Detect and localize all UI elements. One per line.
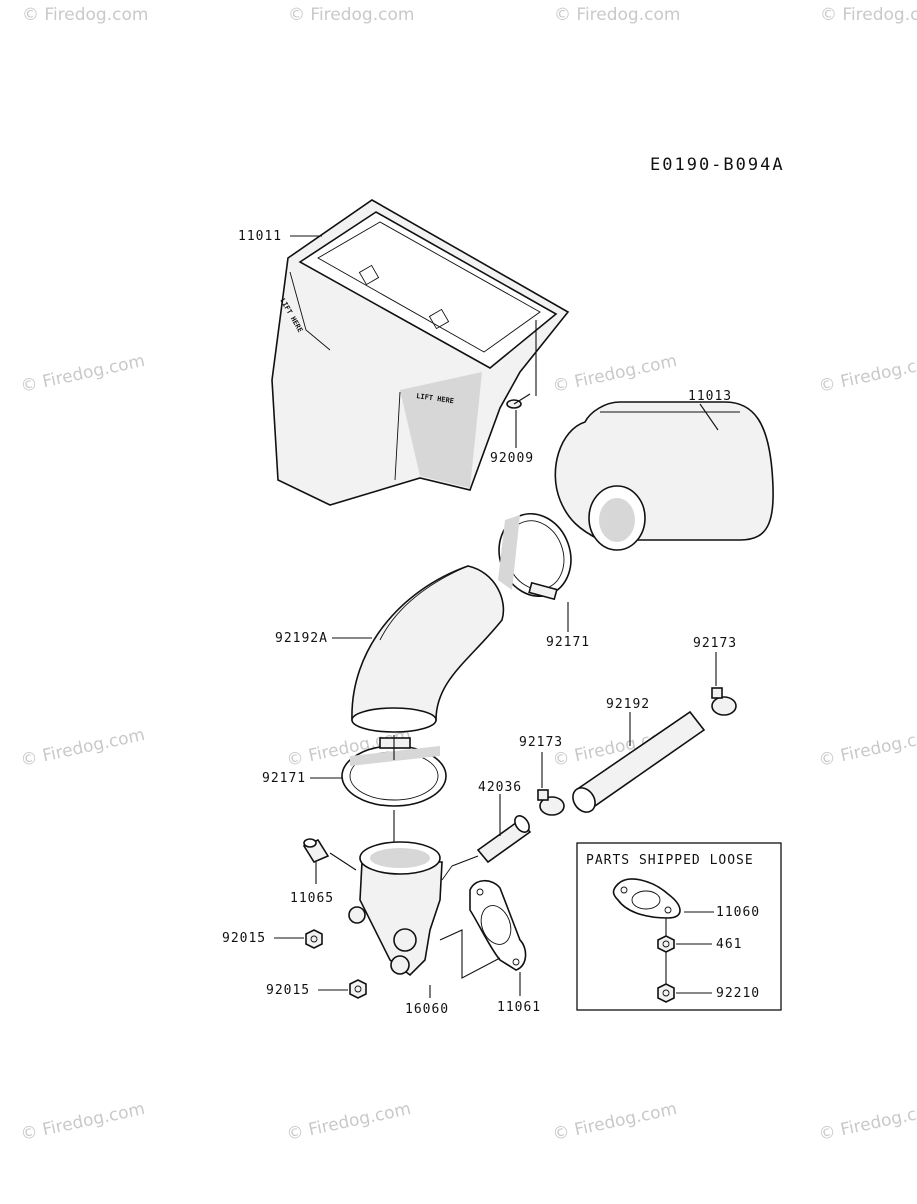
box-title: PARTS SHIPPED LOOSE [586, 853, 754, 868]
pipe-fitting [476, 815, 532, 864]
straight-hose [572, 710, 706, 813]
hose-clip-left [537, 789, 565, 816]
elbow-hose [351, 565, 505, 733]
gasket-11061 [469, 879, 527, 971]
watermark: © Firedog.com [22, 5, 148, 25]
label-92210: 92210 [716, 986, 760, 1001]
label-11013: 11013 [688, 389, 732, 404]
label-11011: 11011 [238, 229, 282, 244]
label-92015-lower: 92015 [266, 983, 310, 998]
watermark: © Firedog.com [19, 725, 147, 771]
gasket-11060 [612, 878, 681, 919]
label-92173-right: 92173 [693, 636, 737, 651]
watermark: © Firedog.com [19, 351, 147, 397]
label-11060: 11060 [716, 905, 760, 920]
label-11065: 11065 [290, 891, 334, 906]
label-92009: 92009 [490, 451, 534, 466]
screw-92009 [506, 393, 531, 409]
flange-nut-upper [305, 929, 323, 949]
intake-elbow [348, 841, 453, 977]
washer-461 [657, 935, 675, 953]
flange-nut-lower [349, 979, 367, 999]
hose-clamp-upper [498, 512, 572, 601]
watermark: © Firedog.com [551, 1099, 679, 1145]
label-92171-lower: 92171 [262, 771, 306, 786]
label-92171-upper: 92171 [546, 635, 590, 650]
label-11061: 11061 [497, 1000, 541, 1015]
label-92192: 92192 [606, 697, 650, 712]
label-92192A: 92192A [275, 631, 328, 646]
watermark: © Firedog.com [554, 5, 680, 25]
watermark: © Firedog.com [551, 351, 679, 397]
diagram-code: E0190-B094A [650, 155, 785, 175]
watermark: © Firedog.com [19, 1099, 147, 1145]
watermark: © Firedog.com [817, 351, 917, 397]
nut-92210 [657, 983, 675, 1003]
hose-clip-right [711, 687, 737, 716]
label-92173-left: 92173 [519, 735, 563, 750]
label-16060: 16060 [405, 1002, 449, 1017]
hose-clamp-lower [341, 737, 447, 807]
parts-shipped-loose-box: PARTS SHIPPED LOOSE 11060 461 92210 [576, 842, 782, 1011]
label-92015-upper: 92015 [222, 931, 266, 946]
dowel-pin [302, 838, 330, 864]
label-42036: 42036 [478, 780, 522, 795]
watermark: © Firedog.com [817, 725, 917, 771]
air-filter-element [554, 401, 774, 551]
watermark: © Firedog.com [288, 5, 414, 25]
air-cleaner-cover: LIFT HERE LIFT HERE [271, 199, 570, 506]
label-461: 461 [716, 937, 742, 952]
watermark: © Firedog.com [285, 1099, 413, 1145]
watermark: © Firedog.com [817, 1099, 917, 1145]
watermark: © Firedog.com [820, 5, 917, 25]
